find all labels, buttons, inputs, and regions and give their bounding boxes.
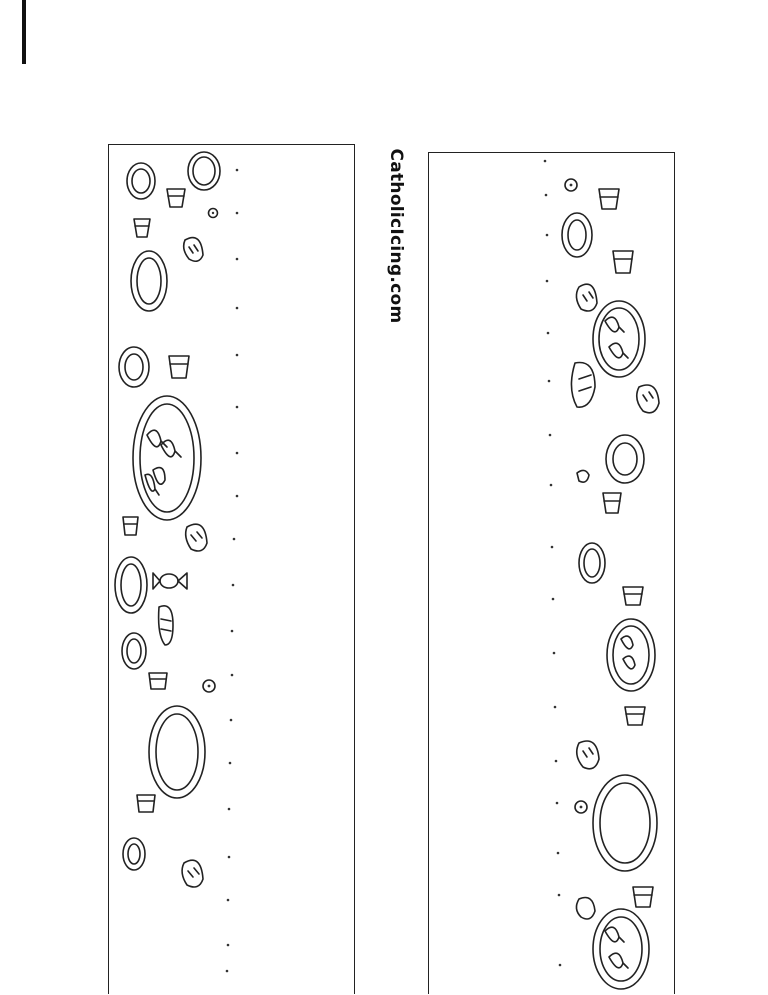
coin-icon [564,178,590,814]
page-edge-mark [22,0,26,64]
cup-icon [122,188,190,813]
fish-platter-icon [132,395,202,521]
candy-icon [152,572,188,590]
coin-icon [202,207,219,693]
dotted-line-icon [543,159,562,967]
right-strip-panel [428,152,675,994]
cup-icon [598,188,654,908]
left-strip-panel [108,144,355,994]
left-strip-drawing [114,151,239,973]
bread-icon [570,283,660,920]
dotted-line-icon [225,168,239,973]
fish-platter-icon [592,300,656,990]
plate-icon [561,212,658,872]
right-strip-drawing [543,159,660,990]
watermark-text: CatholicIcing.com [386,148,406,324]
bread-icon [157,236,208,888]
plate-icon [114,151,221,871]
